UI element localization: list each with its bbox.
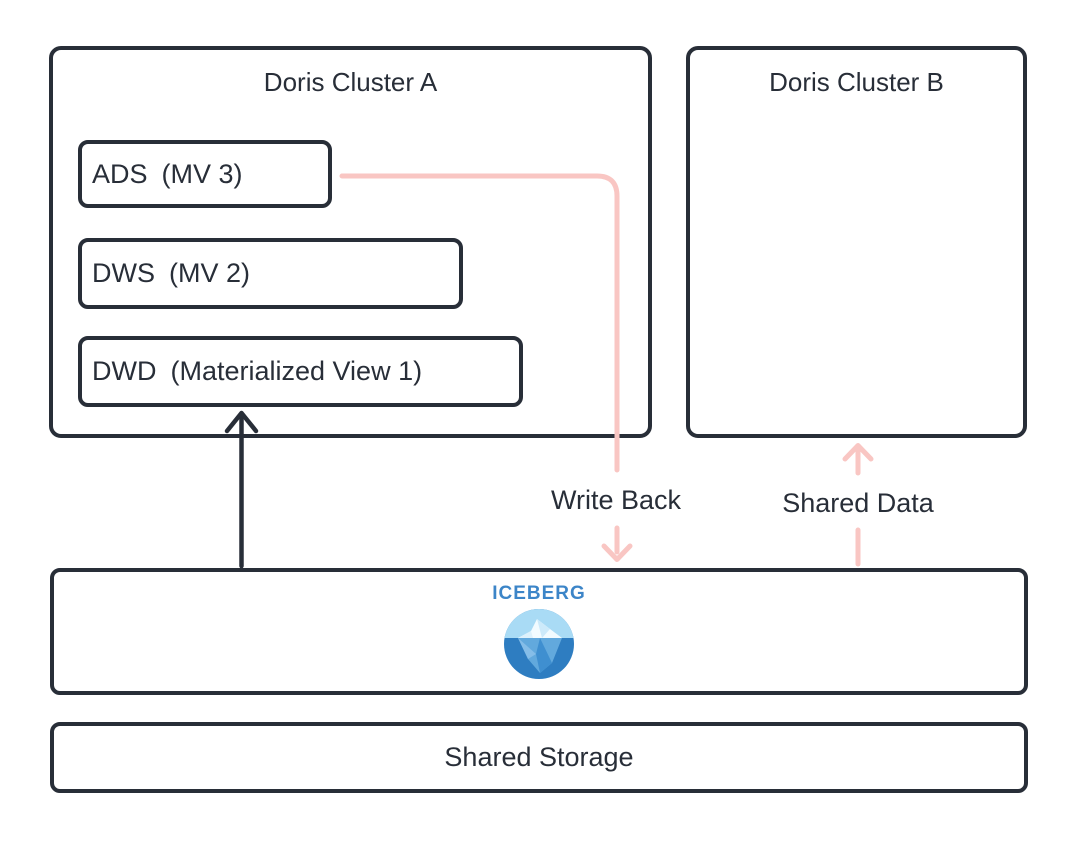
doris-cluster-a-title: Doris Cluster A	[263, 67, 438, 97]
shared-data-label: Shared Data	[782, 488, 934, 518]
dws-mv2-node: DWS (MV 2)	[78, 238, 463, 309]
iceberg-layer-box: ICEBERG	[50, 568, 1028, 695]
doris-cluster-b-box: Doris Cluster B	[686, 46, 1027, 438]
ads-mv3-node: ADS (MV 3)	[78, 140, 332, 208]
ads-node-name: ADS	[92, 158, 148, 189]
dwd-node-name: DWD	[92, 356, 157, 386]
write-back-label: Write Back	[550, 485, 682, 515]
dwd-node-qualifier: (Materialized View 1)	[170, 356, 423, 386]
iceberg-logo-icon	[503, 608, 575, 680]
dws-node-qualifier: (MV 2)	[169, 258, 250, 288]
iceberg-wordmark: ICEBERG	[492, 583, 586, 604]
ads-node-qualifier: (MV 3)	[161, 158, 243, 189]
dws-node-name: DWS	[92, 258, 155, 288]
shared-storage-label: Shared Storage	[444, 742, 634, 772]
dwd-mv1-node: DWD (Materialized View 1)	[78, 336, 523, 407]
shared-storage-box: Shared Storage	[50, 722, 1028, 793]
doris-cluster-b-title: Doris Cluster B	[769, 67, 944, 97]
